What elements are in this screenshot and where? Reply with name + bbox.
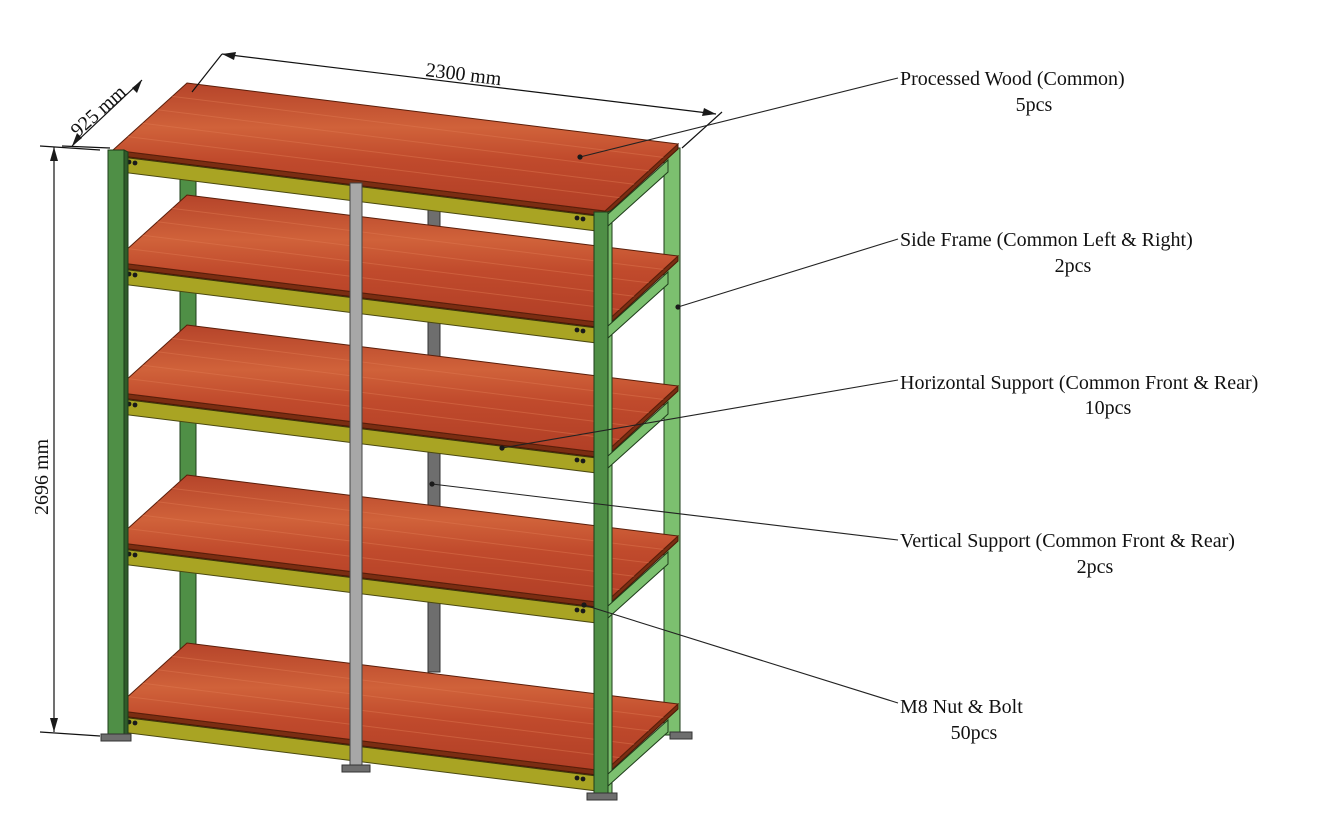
shelf-level	[111, 474, 680, 625]
side-frame-brace	[607, 400, 669, 470]
bolt	[580, 216, 586, 222]
vertical-support-callout-qty: 2pcs	[1077, 556, 1114, 578]
wood-grain	[172, 487, 664, 550]
bolt	[580, 608, 586, 614]
rear-right-foot	[669, 731, 693, 740]
side-frame-leader	[677, 238, 899, 308]
bolt	[132, 552, 138, 558]
bolt	[574, 327, 580, 333]
wood-grain	[157, 221, 649, 284]
bolt	[132, 720, 138, 726]
height-dimension-label: 2696 mm	[31, 438, 53, 515]
front-right-post-side	[607, 209, 613, 797]
front-left-post-side	[123, 149, 129, 739]
front-right-foot	[586, 792, 618, 801]
wood-grain	[127, 378, 620, 441]
vertical-support-leader	[431, 483, 899, 541]
bolt	[580, 776, 586, 782]
wood-grain	[142, 682, 635, 745]
wood-leader	[579, 77, 899, 158]
width-dimension-label: 2300 mm	[424, 59, 503, 90]
wood-panel	[111, 82, 680, 212]
front-left-foot	[100, 733, 132, 742]
wood-grain	[157, 109, 649, 172]
horizontal-support-callout-qty: 10pcs	[1085, 397, 1132, 419]
wood-grain	[157, 669, 649, 732]
wood-panel	[111, 474, 680, 604]
bolt	[580, 458, 586, 464]
wood-grain	[142, 122, 635, 185]
callouts: Processed Wood (Common) 5pcs Side Frame …	[429, 68, 1258, 744]
wood-panel	[111, 642, 680, 772]
front-left-post	[107, 149, 125, 739]
side-frame-callout-qty: 2pcs	[1055, 255, 1092, 277]
wood-grain	[127, 528, 620, 591]
wood-grain	[172, 337, 664, 400]
depth-dimension-line	[71, 79, 143, 147]
front-vertical-support	[349, 182, 363, 769]
side-frame-callout-name: Side Frame (Common Left & Right)	[900, 229, 1193, 251]
wood-grain	[142, 364, 635, 427]
depth-dimension-label: 925 mm	[67, 81, 131, 142]
wood-grain	[157, 351, 649, 414]
horizontal-support-leader	[501, 379, 899, 449]
wood-panel	[111, 194, 680, 324]
nut-bolt-callout-qty: 50pcs	[951, 722, 998, 744]
wood-grain	[142, 234, 635, 297]
front-structure	[100, 149, 693, 801]
nut-bolt-callout-name: M8 Nut & Bolt	[900, 696, 1023, 718]
bolt	[132, 160, 138, 166]
width-dimension-line	[221, 53, 717, 115]
side-frame-brace	[607, 270, 669, 340]
bolt	[132, 402, 138, 408]
side-frame-brace	[607, 158, 669, 228]
bolt	[580, 328, 586, 334]
front-middle-foot	[341, 764, 371, 773]
wood-grain	[172, 207, 664, 270]
nut-bolt-leader	[583, 604, 899, 704]
side-frame-brace	[607, 550, 669, 620]
rear-right-post	[663, 147, 681, 736]
wood-grain	[127, 136, 620, 199]
shelf-level	[111, 324, 680, 475]
wood-panel	[111, 324, 680, 454]
bolt	[132, 272, 138, 278]
wood-callout-qty: 5pcs	[1016, 94, 1053, 116]
bolt	[574, 457, 580, 463]
horizontal-support-callout-name: Horizontal Support (Common Front & Rear)	[900, 372, 1258, 394]
bolt	[574, 215, 580, 221]
wood-grain	[157, 501, 649, 564]
wood-grain	[142, 514, 635, 577]
wood-grain	[127, 248, 620, 311]
vertical-support-callout-name: Vertical Support (Common Front & Rear)	[900, 530, 1235, 552]
side-frame-brace	[607, 718, 669, 788]
wood-grain	[127, 696, 620, 759]
wood-grain	[172, 95, 664, 158]
side-frame-braces	[607, 158, 669, 788]
wood-grain	[172, 655, 664, 718]
wood-callout-name: Processed Wood (Common)	[900, 68, 1125, 90]
shelf-level	[111, 642, 680, 793]
shelves	[111, 82, 680, 793]
bolt	[574, 775, 580, 781]
bolt	[574, 607, 580, 613]
